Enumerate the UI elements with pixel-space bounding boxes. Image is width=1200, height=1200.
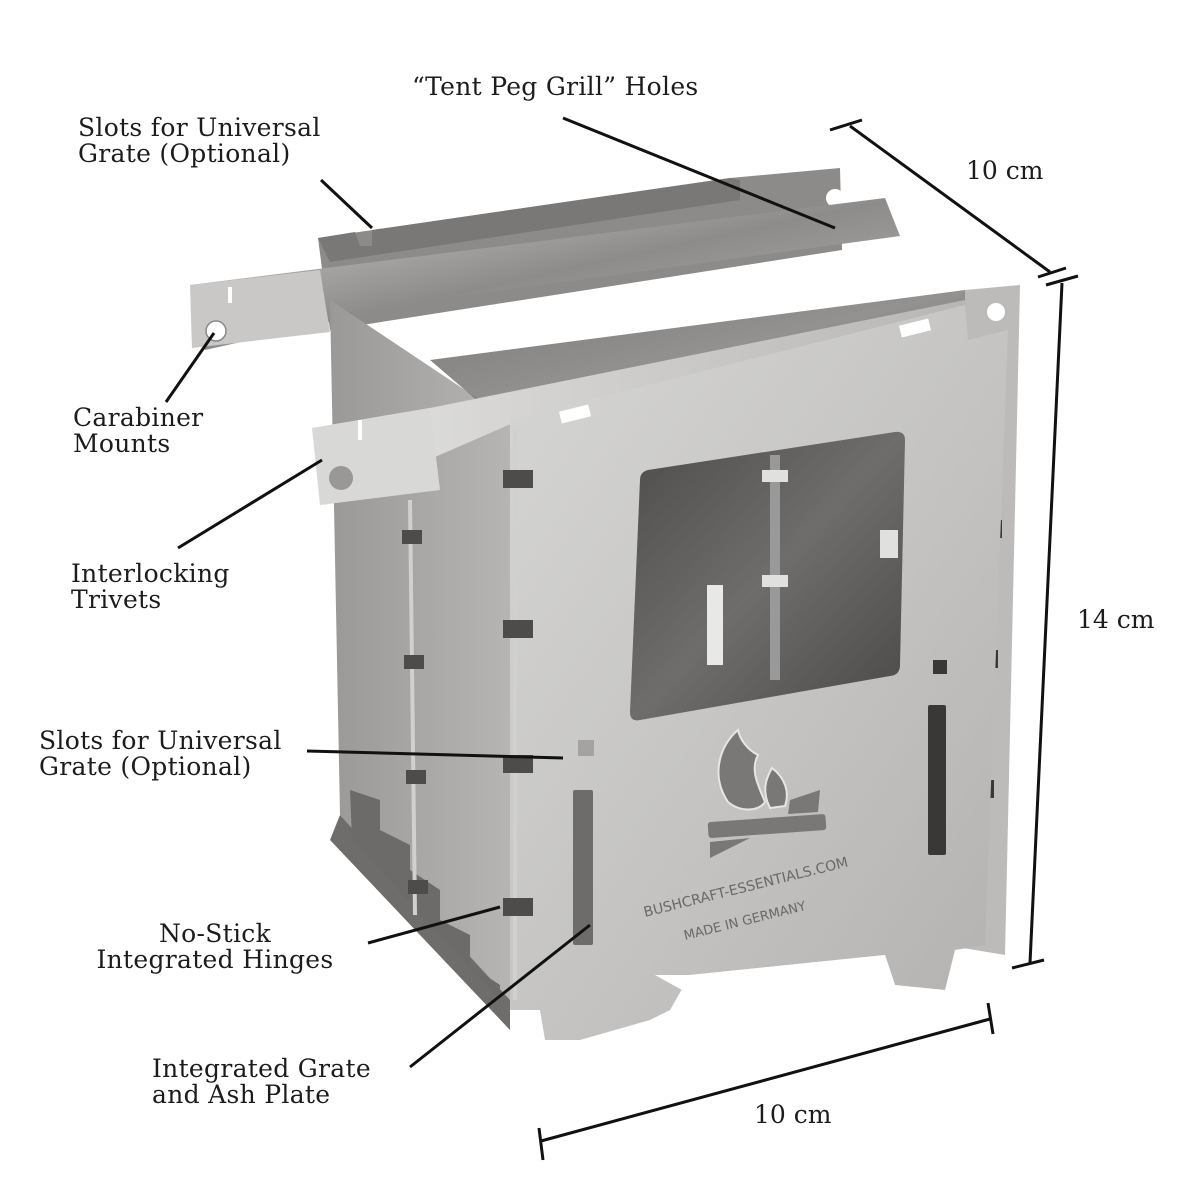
dimension-depth-label: 10 cm xyxy=(966,156,1044,185)
dimension-height-label: 14 cm xyxy=(1077,605,1155,634)
callout-no-stick-hinges: No-Stick Integrated Hinges xyxy=(80,921,350,973)
dim-width-line xyxy=(540,1017,991,1143)
callout-text: “Tent Peg Grill” Holes xyxy=(412,72,699,101)
dim-depth-line xyxy=(849,124,1051,274)
leader-slots-side xyxy=(306,749,564,760)
air-slot-left xyxy=(573,790,593,945)
dim-height-line xyxy=(1028,282,1064,964)
callout-carabiner-mounts: Carabiner Mounts xyxy=(73,405,203,457)
callout-text: Trivets xyxy=(71,585,162,614)
air-slot-right xyxy=(928,705,946,855)
callout-tent-peg-holes: “Tent Peg Grill” Holes xyxy=(412,74,699,100)
callout-text: Mounts xyxy=(73,429,171,458)
campfire-flame-icon xyxy=(707,728,827,858)
callout-slots-top: Slots for Universal Grate (Optional) xyxy=(78,115,321,167)
callout-text: Grate (Optional) xyxy=(78,139,291,168)
callout-text: No-Stick xyxy=(158,919,272,948)
callout-integrated-grate: Integrated Grate and Ash Plate xyxy=(152,1056,371,1108)
leader-slots-top xyxy=(319,178,374,230)
dimension-width-label: 10 cm xyxy=(754,1100,832,1129)
callout-text: and Ash Plate xyxy=(152,1080,331,1109)
callout-text: Grate (Optional) xyxy=(39,752,252,781)
leader-grate xyxy=(409,923,591,1069)
callout-text: Interlocking xyxy=(71,559,230,588)
callout-interlocking-trivets: Interlocking Trivets xyxy=(71,561,230,613)
callout-text: Carabiner xyxy=(73,403,204,432)
callout-text: Slots for Universal xyxy=(39,726,282,755)
callout-slots-side: Slots for Universal Grate (Optional) xyxy=(39,728,282,780)
front-panel: BUSHCRAFT-ESSENTIALS.COM MADE IN GERMANY xyxy=(510,305,1008,1040)
leader-trivets xyxy=(177,458,323,550)
upper-trivet xyxy=(190,198,900,350)
dimension-lines xyxy=(537,118,1079,1161)
hinge-knuckles xyxy=(402,470,533,916)
callout-text: Slots for Universal xyxy=(78,113,321,142)
leader-carabiner xyxy=(164,332,216,403)
callout-text: Integrated Hinges xyxy=(96,945,334,974)
leader-hinges xyxy=(367,905,501,945)
leader-tent-peg xyxy=(562,116,836,230)
callout-text: Integrated Grate xyxy=(152,1054,371,1083)
leader-lines xyxy=(164,116,836,1069)
grate-slot xyxy=(578,740,594,756)
